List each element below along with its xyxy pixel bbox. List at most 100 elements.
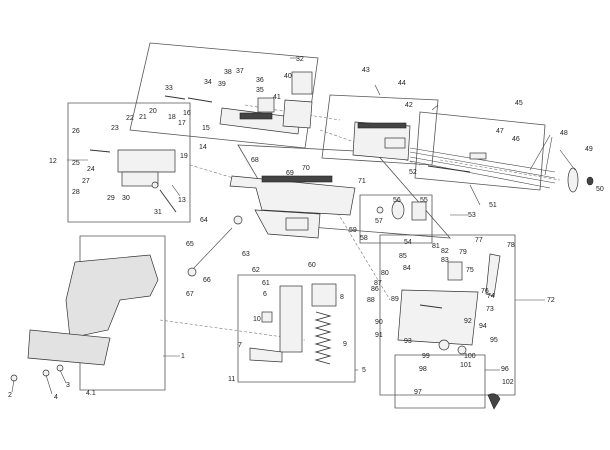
callout-93: 93 [404, 338, 412, 345]
callout-98: 98 [419, 366, 427, 373]
callout-26: 26 [72, 128, 80, 135]
callout-68: 68 [251, 157, 259, 164]
callout-66: 66 [203, 277, 211, 284]
callout-53: 53 [468, 212, 476, 219]
callout-62: 62 [252, 267, 260, 274]
callout-65: 65 [186, 241, 194, 248]
callout-50: 50 [596, 186, 604, 193]
callout-69: 69 [286, 170, 294, 177]
callout-60: 60 [308, 262, 316, 269]
callout-16: 16 [183, 110, 191, 117]
callout-87: 87 [374, 280, 382, 287]
callout-89: 89 [391, 296, 399, 303]
trigger-link [187, 215, 243, 277]
callout-10: 10 [253, 316, 261, 323]
callout-83: 83 [441, 257, 449, 264]
callout-88: 88 [367, 297, 375, 304]
callout-56: 56 [393, 197, 401, 204]
callout-19: 19 [180, 153, 188, 160]
callout-2: 2 [8, 392, 12, 399]
pistol-grip [10, 254, 159, 382]
callout-24: 24 [87, 166, 95, 173]
panel-group-32 [129, 42, 319, 149]
callout-78: 78 [507, 242, 515, 249]
callout-33: 33 [165, 85, 173, 92]
trigger-shoe [487, 393, 501, 410]
callout-75: 75 [466, 267, 474, 274]
callout-7: 7 [238, 342, 242, 349]
callout-95: 95 [490, 337, 498, 344]
callout-67: 67 [186, 291, 194, 298]
callout-102: 102 [502, 379, 514, 386]
callout-47: 47 [496, 128, 504, 135]
callout-54: 54 [404, 239, 412, 246]
barrel-shroud [352, 121, 411, 161]
callout-74: 74 [487, 293, 495, 300]
callout-38: 38 [224, 69, 232, 76]
callout-96: 96 [501, 366, 509, 373]
callout-55: 55 [420, 197, 428, 204]
callout-41: 41 [273, 94, 281, 101]
panel-group-54 [359, 194, 433, 244]
callout-23: 23 [111, 125, 119, 132]
callout-32: 32 [296, 56, 304, 63]
callout-44: 44 [398, 80, 406, 87]
sight-insert-group [376, 200, 427, 221]
callout-13: 13 [178, 197, 186, 204]
callout-59: 59 [349, 227, 357, 234]
callout-6: 6 [263, 291, 267, 298]
callout-73: 73 [486, 306, 494, 313]
panel-group-96 [394, 354, 486, 409]
leader-lines [11, 57, 576, 395]
callout-84: 84 [403, 265, 411, 272]
callout-15: 15 [202, 125, 210, 132]
callout-34: 34 [204, 79, 212, 86]
callout-51: 51 [489, 202, 497, 209]
callout-49: 49 [585, 146, 593, 153]
callout-17: 17 [178, 120, 186, 127]
trigger-mechanism [397, 253, 501, 355]
callout-90: 90 [375, 319, 383, 326]
callout-82: 82 [441, 248, 449, 255]
callout-35: 35 [256, 87, 264, 94]
frame-body [229, 175, 356, 239]
callout-3: 3 [66, 382, 70, 389]
callout-57: 57 [375, 218, 383, 225]
callout-63: 63 [242, 251, 250, 258]
callout-27: 27 [82, 178, 90, 185]
callout-61: 61 [262, 280, 270, 287]
callout-94: 94 [479, 323, 487, 330]
callout-18: 18 [168, 114, 176, 121]
callout-30: 30 [122, 195, 130, 202]
callout-12: 12 [49, 158, 57, 165]
callout-29: 29 [107, 195, 115, 202]
callout-72: 72 [547, 297, 555, 304]
callout-36: 36 [256, 77, 264, 84]
callout-77: 77 [475, 237, 483, 244]
callout-5: 5 [362, 367, 366, 374]
callout-40: 40 [284, 73, 292, 80]
callout-20: 20 [149, 108, 157, 115]
callout-101: 101 [460, 362, 472, 369]
magazine-assembly [249, 283, 337, 365]
callout-99: 99 [422, 353, 430, 360]
callout-80: 80 [381, 270, 389, 277]
callout-45: 45 [515, 100, 523, 107]
callout-70: 70 [302, 165, 310, 172]
callout-76: 76 [481, 288, 489, 295]
panel-group-5 [237, 274, 356, 383]
callout-100: 100 [464, 353, 476, 360]
callout-71: 71 [358, 178, 366, 185]
callout-1: 1 [181, 353, 185, 360]
callout-14: 14 [199, 144, 207, 151]
callout-81: 81 [432, 243, 440, 250]
callout-4-1: 4.1 [86, 390, 96, 397]
callout-8: 8 [340, 294, 344, 301]
callout-97: 97 [414, 389, 422, 396]
callout-labels: 1 2 3 4 4.1 5 6 7 8 9 10 11 12 13 14 15 … [8, 56, 604, 401]
callout-28: 28 [72, 189, 80, 196]
callout-11: 11 [228, 376, 235, 383]
callout-37: 37 [236, 68, 244, 75]
callout-58: 58 [360, 235, 368, 242]
